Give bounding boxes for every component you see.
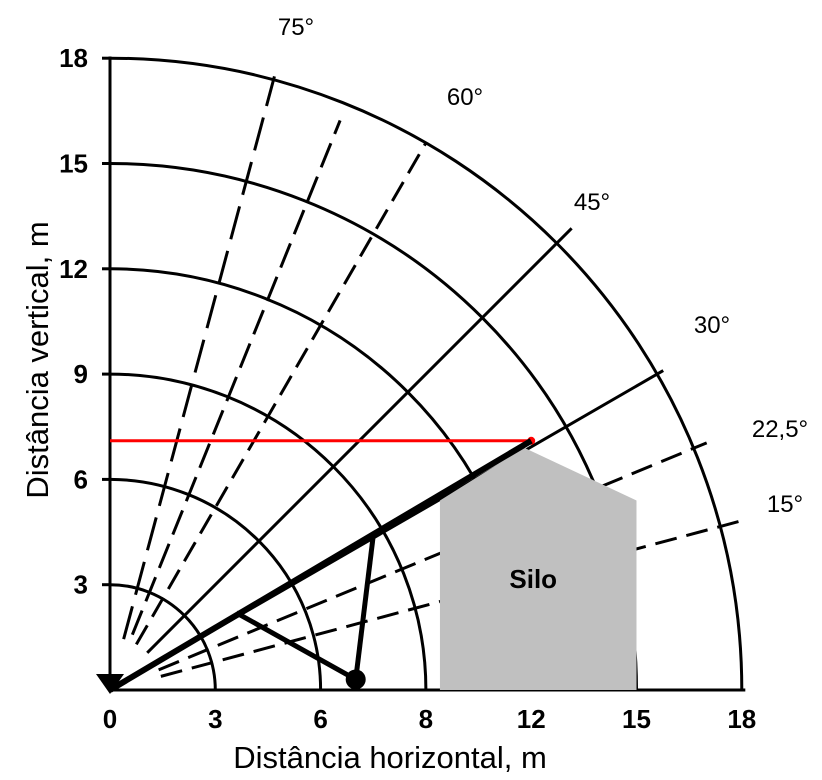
y-tick-label: 9: [74, 359, 88, 389]
x-tick-label: 6: [313, 704, 327, 734]
support-strut-front: [353, 535, 376, 680]
angle-line-60: [135, 142, 428, 646]
silo-label: Silo: [509, 564, 557, 594]
y-tick-label: 15: [59, 149, 88, 179]
x-tick-label: 12: [517, 704, 546, 734]
silo-shape: [439, 447, 637, 690]
x-tick-label: 3: [208, 704, 222, 734]
angle-label-75: 75°: [278, 14, 314, 41]
y-tick-label: 18: [59, 43, 88, 73]
angle-label-60: 60°: [447, 84, 483, 111]
pivot-marker: [96, 674, 124, 694]
angle-label-22-5: 22,5°: [752, 416, 808, 443]
angle-label-45: 45°: [574, 189, 610, 216]
y-tick-label: 6: [74, 464, 88, 494]
support-strut-rear: [235, 610, 357, 682]
x-tick-label: 0: [103, 704, 117, 734]
x-tick-label: 18: [727, 704, 756, 734]
elevator-boom: [108, 438, 533, 693]
angle-line-auxiliary: [130, 119, 342, 636]
x-axis-title: Distância horizontal, m: [233, 740, 547, 775]
y-tick-label: 12: [59, 254, 88, 284]
silo: Silo: [439, 447, 637, 690]
angle-line-22-5: [158, 441, 708, 672]
x-tick-label: 8: [419, 704, 433, 734]
elevator-mechanism: [96, 436, 536, 694]
y-axis-title: Distância vertical, m: [20, 221, 55, 498]
angle-label-15: 15°: [767, 491, 803, 518]
y-tick-label: 3: [74, 570, 88, 600]
angle-line-75: [122, 75, 276, 640]
label-layer: 0 3 6 8 12 15 18 3 6 9 12 15 18 15° 22,5° 30° 45° 60° 75°: [59, 14, 808, 734]
x-tick-label: 15: [622, 704, 651, 734]
grid-layer: [102, 56, 746, 692]
angle-label-30: 30°: [694, 312, 730, 339]
transport-wheel: [345, 669, 366, 690]
